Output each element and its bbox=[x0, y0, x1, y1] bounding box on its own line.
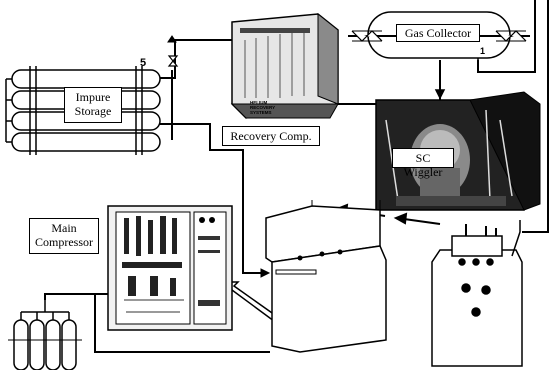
point-number-1: 1 bbox=[480, 46, 485, 56]
tank-4 bbox=[12, 133, 160, 151]
impure-storage-label: Impure Storage bbox=[64, 87, 122, 123]
dewar-rack-photo bbox=[432, 220, 522, 366]
main-compressor-label-line2: Compressor bbox=[34, 235, 94, 249]
recovery-photo-caption: HELIUM RECOVERY SYSTEMS bbox=[250, 100, 290, 115]
impure-storage-label-line1: Impure bbox=[69, 90, 117, 104]
impure-storage-label-line2: Storage bbox=[69, 104, 117, 118]
pipe-cylinders-to-compressor bbox=[45, 294, 111, 300]
main-compressor-photo bbox=[108, 206, 232, 330]
arrow-wiggler-to-cabinet-2 bbox=[396, 214, 440, 224]
recovery-comp-label: Recovery Comp. bbox=[222, 126, 320, 146]
tank-1 bbox=[12, 70, 160, 88]
point-number-5: 5 bbox=[140, 57, 146, 69]
recovery-photo-caption-line3: SYSTEMS bbox=[250, 110, 290, 115]
supply-cylinders bbox=[8, 300, 82, 370]
pipe-recovery-to-collector bbox=[338, 60, 440, 104]
cabinet-photo bbox=[266, 200, 386, 352]
gas-collector-label: Gas Collector bbox=[396, 24, 480, 42]
arrow-to-collector bbox=[436, 88, 444, 100]
sc-wiggler-label: SC Wiggler bbox=[392, 148, 454, 168]
main-compressor-label-line1: Main bbox=[34, 221, 94, 235]
main-compressor-label: Main Compressor bbox=[29, 218, 99, 254]
arrow-to-cabinet bbox=[261, 269, 269, 277]
